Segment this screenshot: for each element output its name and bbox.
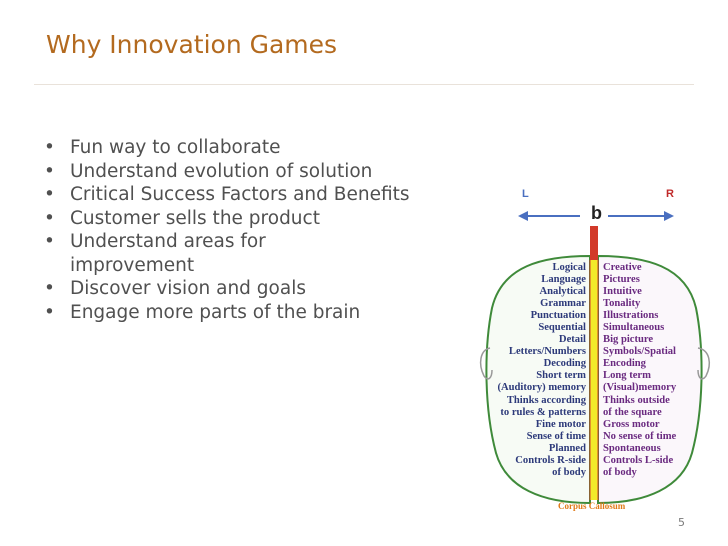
right-trait: (Visual)memory [603, 382, 677, 394]
brain-stem [590, 226, 598, 262]
left-direction-label: L [522, 188, 529, 200]
right-arrow-head [664, 211, 674, 221]
bullet-item: Engage more parts of the brain [44, 301, 464, 325]
left-trait: Short term [536, 370, 586, 382]
bullet-item: Discover vision and goals [44, 277, 464, 301]
right-trait: Thinks outside [603, 394, 670, 406]
left-trait: Language [541, 274, 586, 286]
right-trait: Encoding [603, 358, 646, 370]
left-trait: Controls R-side [515, 454, 586, 466]
brain-center-label: b [591, 203, 602, 223]
right-trait: Gross motor [603, 418, 660, 430]
left-trait: Letters/Numbers [508, 346, 586, 358]
right-direction-label: R [666, 188, 674, 200]
right-trait: Symbols/Spatial [603, 346, 677, 358]
left-trait: Fine motor [535, 418, 586, 430]
title-divider [34, 84, 694, 85]
bullet-item: Understand evolution of solution [44, 160, 464, 184]
right-trait: Spontaneous [603, 442, 661, 454]
right-ear [697, 347, 711, 380]
left-arrow-head [518, 211, 528, 221]
left-trait: Sequential [538, 322, 586, 334]
bullet-list: Fun way to collaborate Understand evolut… [44, 136, 464, 324]
bullet-item: Fun way to collaborate [44, 136, 464, 160]
right-trait: Creative [603, 262, 642, 273]
left-trait: Sense of time [526, 430, 586, 442]
left-trait: Logical [552, 262, 586, 273]
left-trait: to rules & patterns [500, 406, 586, 418]
bullet-item: Critical Success Factors and Benefits [44, 183, 464, 207]
left-trait: Planned [548, 442, 586, 454]
left-trait: Analytical [539, 286, 587, 298]
left-trait: (Auditory) memory [497, 382, 586, 394]
right-trait: Tonality [603, 298, 641, 310]
right-trait: Simultaneous [603, 322, 665, 334]
left-ear [479, 347, 493, 380]
right-trait: Pictures [603, 274, 640, 286]
right-brain-traits: Creative Pictures Intuitive Tonality Ill… [603, 262, 676, 479]
corpus-callosum-label: Corpus Callosum [558, 501, 626, 511]
left-trait: Decoding [543, 358, 586, 370]
brain-outline-graphic [479, 211, 711, 505]
page-number: 5 [678, 516, 685, 529]
left-trait: of body [552, 466, 586, 478]
right-trait: Controls L-side [603, 454, 674, 466]
bullet-item: Understand areas for improvement [44, 230, 302, 277]
right-trait: Long term [603, 370, 651, 382]
left-trait: Thinks according [506, 394, 586, 406]
right-trait: of the square [603, 406, 662, 418]
right-trait: No sense of time [603, 430, 677, 442]
left-trait: Punctuation [530, 310, 586, 322]
brain-diagram: L R b Logical Language Analytical Gramma… [462, 178, 724, 514]
right-trait: Intuitive [603, 286, 642, 298]
right-trait: Big picture [603, 334, 654, 346]
left-trait: Detail [558, 334, 586, 346]
left-hemisphere [485, 254, 591, 505]
right-trait: of body [603, 466, 637, 478]
slide-title: Why Innovation Games [46, 30, 338, 59]
left-trait: Grammar [540, 298, 586, 310]
right-trait: Illustrations [603, 310, 659, 322]
right-hemisphere [597, 254, 703, 505]
left-brain-traits: Logical Language Analytical Grammar Punc… [497, 262, 586, 479]
corpus-callosum [590, 260, 598, 500]
bullet-item: Customer sells the product [44, 207, 464, 231]
